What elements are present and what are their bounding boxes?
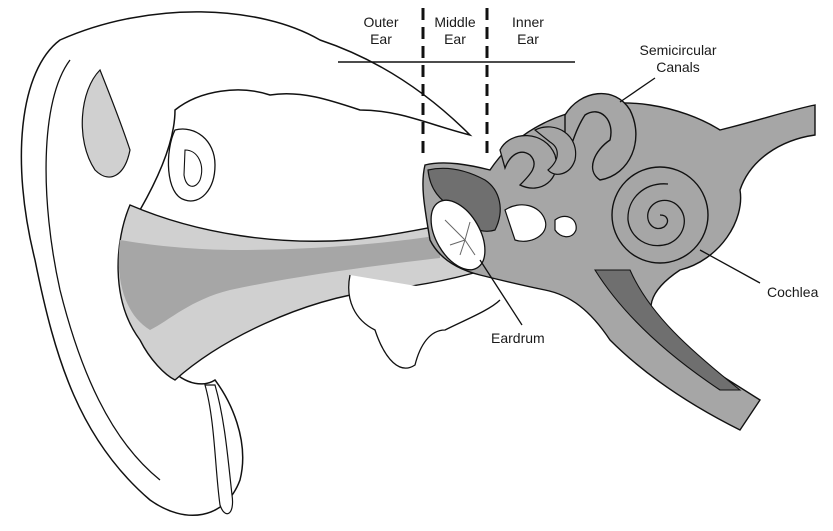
ossicle-incus (555, 216, 576, 236)
outer-ear-line2: Ear (345, 31, 417, 48)
outer-ear-line1: Outer (345, 14, 417, 31)
cochlea-leader (700, 250, 760, 283)
middle-ear-label: Middle Ear (426, 14, 484, 48)
cochlea-label: Cochlea (767, 284, 818, 301)
middle-ear-line2: Ear (426, 31, 484, 48)
semicircular-canals-label: Semicircular Canals (618, 42, 738, 76)
inner-ear-line1: Inner (492, 14, 564, 31)
semicircular-leader (620, 78, 655, 102)
semicircular-line1: Semicircular (618, 42, 738, 59)
semicircular-line2: Canals (618, 59, 738, 76)
middle-ear-line1: Middle (426, 14, 484, 31)
outer-ear-label: Outer Ear (345, 14, 417, 48)
lower-bone (349, 275, 500, 368)
inner-ear-label: Inner Ear (492, 14, 564, 48)
inner-ear-line2: Ear (492, 31, 564, 48)
eardrum-label: Eardrum (491, 330, 545, 347)
